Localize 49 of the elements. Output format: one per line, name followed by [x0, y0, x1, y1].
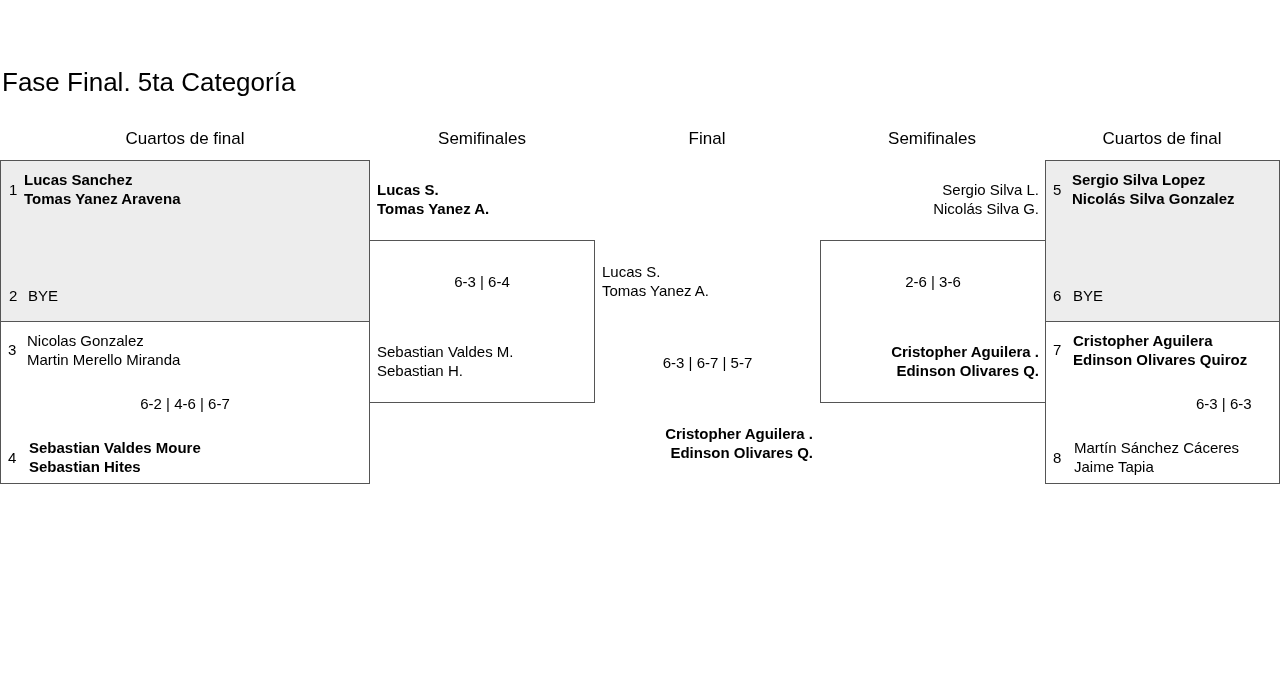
round-heading: Cuartos de final: [125, 128, 245, 150]
seed-number: 6: [1053, 286, 1062, 305]
player-name: Edinson Olivares Quiroz: [1073, 350, 1248, 369]
player-name: Nicolas Gonzalez: [27, 331, 144, 350]
match-score: 6-3 | 6-4: [453, 272, 511, 291]
match-score: 2-6 | 3-6: [904, 272, 962, 291]
seed-number: 7: [1053, 340, 1062, 359]
player-name: Sebastian Valdes Moure: [29, 438, 201, 457]
match-panel: [1045, 160, 1280, 322]
player-name: Sebastian H.: [377, 361, 463, 380]
player-name: Jaime Tapia: [1074, 457, 1154, 476]
player-name: Lucas S.: [377, 180, 439, 199]
match-panel: [1045, 321, 1280, 484]
match-panel: [0, 321, 370, 484]
seed-number: 3: [8, 340, 17, 359]
player-name: Sebastian Valdes M.: [377, 342, 514, 361]
seed-number: 4: [8, 448, 17, 467]
player-name: Edinson Olivares Q.: [896, 361, 1039, 380]
player-name: Sebastian Hites: [29, 457, 141, 476]
player-name: Martín Sánchez Cáceres: [1074, 438, 1240, 457]
player-name: Cristopher Aguilera .: [665, 424, 813, 443]
player-name: Edinson Olivares Q.: [670, 443, 813, 462]
player-name: Sergio Silva Lopez: [1072, 170, 1206, 189]
match-panel: [0, 160, 370, 322]
round-heading: Final: [688, 128, 726, 150]
match-score: 6-3 | 6-3: [1196, 394, 1252, 413]
player-name: Martin Merello Miranda: [27, 350, 181, 369]
round-heading: Semifinales: [438, 128, 526, 150]
player-name: BYE: [28, 286, 58, 305]
player-name: Tomas Yanez A.: [602, 281, 709, 300]
player-name: Tomas Yanez A.: [377, 199, 490, 218]
player-name: Sergio Silva L.: [942, 180, 1039, 199]
seed-number: 2: [9, 286, 18, 305]
match-score: 6-2 | 4-6 | 6-7: [139, 394, 231, 413]
seed-number: 1: [9, 180, 18, 199]
seed-number: 5: [1053, 180, 1062, 199]
player-name: Cristopher Aguilera: [1073, 331, 1213, 350]
player-name: BYE: [1073, 286, 1103, 305]
player-name: Nicolás Silva G.: [933, 199, 1039, 218]
player-name: Lucas Sanchez: [24, 170, 133, 189]
player-name: Cristopher Aguilera .: [891, 342, 1039, 361]
seed-number: 8: [1053, 448, 1062, 467]
match-score: 6-3 | 6-7 | 5-7: [661, 353, 754, 372]
round-heading: Cuartos de final: [1102, 128, 1222, 150]
round-heading: Semifinales: [888, 128, 976, 150]
player-name: Nicolás Silva Gonzalez: [1072, 189, 1235, 208]
bracket-title: Fase Final. 5ta Categoría: [2, 66, 296, 98]
player-name: Lucas S.: [602, 262, 661, 281]
player-name: Tomas Yanez Aravena: [24, 189, 181, 208]
